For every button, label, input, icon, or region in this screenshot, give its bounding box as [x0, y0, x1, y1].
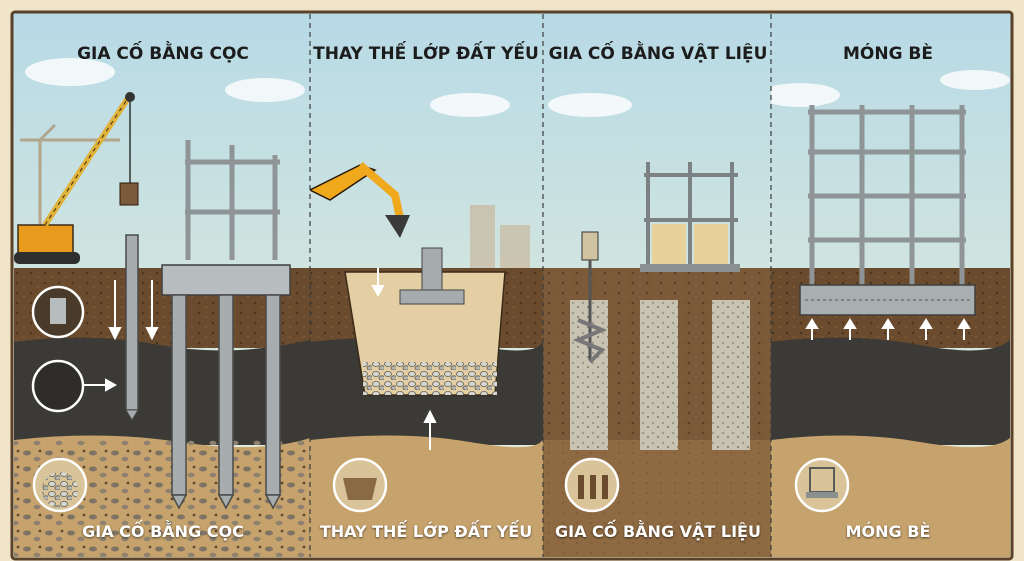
excavator: [310, 161, 410, 238]
panel-pile-reinforcement: [14, 58, 310, 557]
panel-soil-replacement: [310, 93, 543, 557]
small-building: [644, 162, 738, 265]
panel-title-material: GIA CỐ BẰNG VẬT LIỆU: [548, 44, 768, 64]
panel-material-reinforcement: [543, 93, 771, 557]
footing: [399, 247, 465, 305]
building-frame: [185, 140, 280, 260]
inset-soft-soil: [31, 359, 85, 413]
mixing-auger: [572, 231, 608, 364]
inset-replacement: [332, 457, 388, 513]
panel-caption-raft: MÓNG BÈ: [845, 522, 931, 541]
panel-raft-foundation: [771, 70, 1010, 557]
inset-columns: [564, 457, 620, 513]
panel-caption-material: GIA CỐ BẰNG VẬT LIỆU: [555, 522, 761, 541]
tall-building-frame: [808, 105, 966, 285]
panel-title-replacement: THAY THẾ LỚP ĐẤT YẾU: [313, 44, 539, 64]
panel-title-pile: GIA CỐ BẰNG CỌC: [77, 44, 249, 64]
panel-dividers: [309, 14, 772, 557]
gravel-layer: [363, 362, 497, 395]
pile-driver-crane: [14, 92, 139, 264]
raft-slab: [799, 284, 976, 316]
panel-caption-replacement: THAY THẾ LỚP ĐẤT YẾU: [319, 522, 533, 541]
panel-caption-pile: GIA CỐ BẰNG CỌC: [82, 522, 244, 541]
stabilized-columns: [570, 300, 750, 450]
driven-pile: [125, 234, 139, 411]
pile-group: [170, 294, 282, 510]
inset-pile-detail: [31, 285, 85, 339]
inset-gravel: [32, 457, 88, 513]
panel-title-raft: MÓNG BÈ: [842, 44, 934, 64]
inset-raft: [794, 457, 850, 513]
pile-cap: [161, 264, 291, 296]
